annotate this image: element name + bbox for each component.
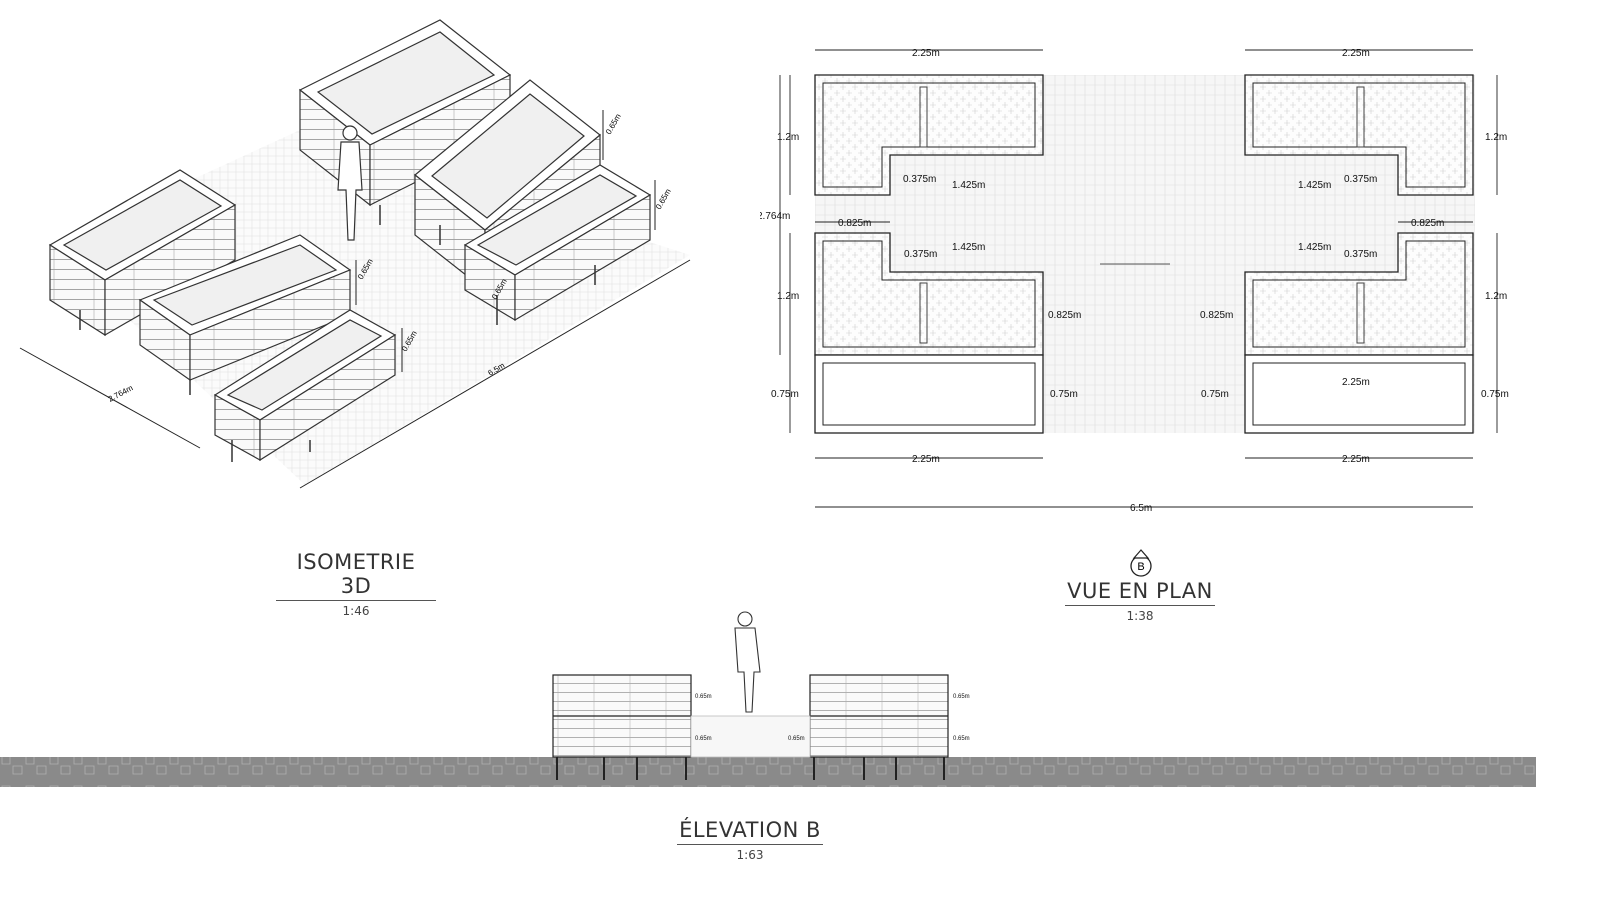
plan-dim-bl-notch: 0.375m bbox=[904, 249, 937, 260]
isometric-scale: 1:46 bbox=[342, 604, 370, 618]
plan-dim-right-h2: 1.2m bbox=[1485, 291, 1507, 302]
plan-planter-top-left bbox=[814, 74, 1044, 196]
iso-planter-right-rect bbox=[463, 164, 652, 322]
plan-dim-bottom-left-width: 2.25m bbox=[912, 454, 940, 465]
section-marker-letter: B bbox=[1137, 561, 1144, 573]
plan-planter-bottom-left bbox=[814, 354, 1044, 434]
plan-dim-center-right: 0.825m bbox=[1200, 310, 1233, 321]
plan-dim-inner-right-h3: 0.75m bbox=[1201, 389, 1229, 400]
plan-dim-inner-left-h3: 0.75m bbox=[1050, 389, 1078, 400]
plan-dim-left-h3: 0.75m bbox=[771, 389, 799, 400]
iso-dimensions bbox=[19, 110, 691, 489]
plan-planter-bottom-right bbox=[1244, 354, 1474, 434]
elevation-title-block: ÉLEVATION B 1:63 bbox=[670, 818, 830, 862]
elevation-ground bbox=[0, 757, 1536, 787]
plan-title-block: VUE EN PLAN 1:38 bbox=[1060, 579, 1220, 623]
elevation-human-figure-icon bbox=[734, 611, 761, 713]
plan-dim-mr-gap: 0.825m bbox=[1411, 218, 1444, 229]
plan-planter-top-right bbox=[1244, 74, 1474, 196]
plan-dim-right-h1: 1.2m bbox=[1485, 132, 1507, 143]
iso-dim-depth: 2.764m bbox=[107, 383, 135, 404]
isometric-title: ISOMETRIE 3D bbox=[276, 550, 436, 601]
plan-dim-bl-inner: 1.425m bbox=[952, 242, 985, 253]
elev-dim-l-bot: 0.65m bbox=[695, 736, 712, 742]
iso-planter-left-l bbox=[48, 169, 237, 337]
plan-dim-top-right-width: 2.25m bbox=[1342, 48, 1370, 59]
plan-scale: 1:38 bbox=[1126, 609, 1154, 623]
iso-legs bbox=[79, 205, 596, 462]
plan-drawing: 2.25m 2.25m 1.2m 1.2m 2.764m 0.375m 1.42… bbox=[760, 48, 1509, 514]
plan-dim-overall: 6.5m bbox=[1130, 503, 1152, 514]
plan-dim-br-box-width: 2.25m bbox=[1342, 377, 1370, 388]
iso-planter-front-l bbox=[138, 234, 352, 382]
elev-dim-m-bot: 0.65m bbox=[788, 736, 805, 742]
plan-dividers bbox=[919, 86, 1365, 344]
plan-dim-tr-inner: 1.425m bbox=[1298, 180, 1331, 191]
iso-human-figure-icon bbox=[337, 125, 363, 241]
iso-planter-front-rect bbox=[213, 309, 397, 462]
plan-dim-center-left: 0.825m bbox=[1048, 310, 1081, 321]
elev-dim-r-top: 0.65m bbox=[953, 694, 970, 700]
plan-dim-tl-notch: 0.375m bbox=[903, 174, 936, 185]
elev-dim-r-bot: 0.65m bbox=[953, 736, 970, 742]
plan-dim-ml-gap: 0.825m bbox=[838, 218, 871, 229]
section-marker-icon: B bbox=[1130, 549, 1152, 577]
plan-dimension-lines bbox=[779, 49, 1498, 508]
elev-dim-l-top: 0.65m bbox=[695, 694, 712, 700]
iso-dim-height-b: 0.65m bbox=[654, 187, 673, 211]
elevation-drawing: 0.65m 0.65m 0.65m 0.65m 0.65m bbox=[0, 611, 1536, 787]
plan-dim-tl-inner: 1.425m bbox=[952, 180, 985, 191]
elevation-scale: 1:63 bbox=[736, 848, 764, 862]
plan-dim-left-h1: 1.2m bbox=[777, 132, 799, 143]
isometric-title-block: ISOMETRIE 3D 1:46 bbox=[276, 550, 436, 618]
elevation-title: ÉLEVATION B bbox=[677, 818, 823, 845]
plan-dim-br-inner: 1.425m bbox=[1298, 242, 1331, 253]
plan-dim-bottom-right-width: 2.25m bbox=[1342, 454, 1370, 465]
plan-dim-tr-notch: 0.375m bbox=[1344, 174, 1377, 185]
plan-dim-total-depth: 2.764m bbox=[760, 211, 790, 222]
plan-dim-right-h3: 0.75m bbox=[1481, 389, 1509, 400]
plan-title: VUE EN PLAN bbox=[1065, 579, 1215, 606]
plan-dim-top-left-width: 2.25m bbox=[912, 48, 940, 59]
isometric-drawing: 2.764m 6.5m 0.65m 0.65m 0.65m 0.65m 0.65… bbox=[19, 19, 691, 489]
plan-dim-br-notch: 0.375m bbox=[1344, 249, 1377, 260]
elevation-legs bbox=[556, 757, 945, 780]
iso-dim-height-a: 0.65m bbox=[604, 112, 623, 136]
plan-dim-left-h2: 1.2m bbox=[777, 291, 799, 302]
